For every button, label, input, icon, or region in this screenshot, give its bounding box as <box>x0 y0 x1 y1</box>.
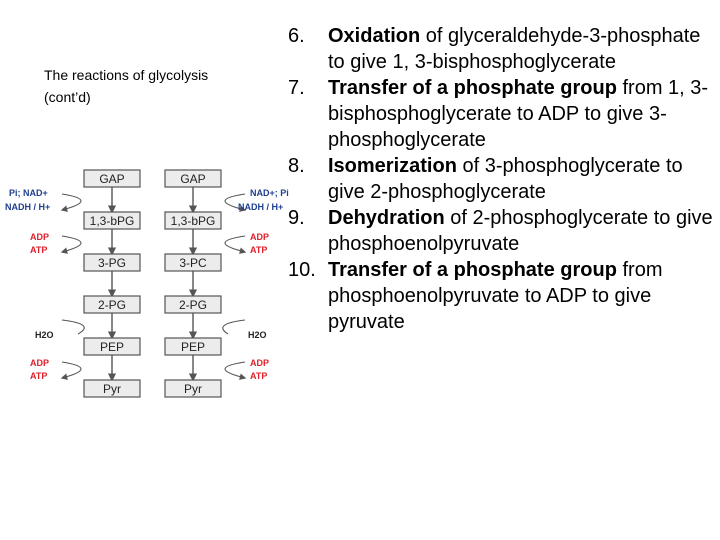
step-number: 7. <box>288 77 305 99</box>
step-keyword: Isomerization <box>328 155 457 177</box>
left-box-13bpg: 1,3-bPG <box>90 214 135 228</box>
left-label-adp-2: ADP <box>30 358 49 368</box>
right-box-3pc: 3-PC <box>179 256 207 270</box>
left-box-gap: GAP <box>99 172 124 186</box>
step-number: 9. <box>288 207 305 229</box>
slide-subtitle: The reactions of glycolysis (cont’d) <box>44 64 208 108</box>
right-label-adp-2: ADP <box>250 358 269 368</box>
step-number: 10. <box>288 259 316 281</box>
step-7: 7. Transfer of a phosphate group from 1, … <box>288 75 713 153</box>
right-label-nad-pi: NAD+; Pi <box>250 188 289 198</box>
step-text: from 1, 3-bisphosphoglycerate to ADP to … <box>328 77 709 151</box>
step-10: 10. Transfer of a phosphate group from ph… <box>288 257 713 335</box>
left-label-atp-1: ATP <box>30 245 47 255</box>
right-box-pep: PEP <box>181 340 205 354</box>
left-box-3pg: 3-PG <box>98 256 126 270</box>
left-box-pep: PEP <box>100 340 124 354</box>
step-text: of 3-phosphoglycerate to give 2-phosphog… <box>328 155 683 203</box>
step-number: 6. <box>288 25 305 47</box>
reaction-steps-list: 6. Oxidation of glyceraldehyde-3-phosphat… <box>288 23 713 335</box>
right-label-nadh: NADH / H+ <box>238 202 283 212</box>
left-box-2pg: 2-PG <box>98 298 126 312</box>
left-label-water: H2O <box>35 330 54 340</box>
step-8: 8. Isomerization of 3-phosphoglycerate to… <box>288 153 713 205</box>
step-text: from phosphoenolpyruvate to ADP to give … <box>328 259 663 333</box>
subtitle-line-1: The reactions of glycolysis <box>44 67 209 83</box>
right-box-pyr: Pyr <box>184 382 202 396</box>
side-cofactor-arrows <box>60 193 247 380</box>
right-label-atp-2: ATP <box>250 371 267 381</box>
step-keyword: Transfer of a phosphate group <box>328 77 617 99</box>
step-6: 6. Oxidation of glyceraldehyde-3-phosphat… <box>288 23 713 75</box>
left-label-pi-nad: Pi; NAD+ <box>9 188 48 198</box>
right-box-2pg: 2-PG <box>179 298 207 312</box>
step-keyword: Oxidation <box>328 25 421 47</box>
glycolysis-pathway-diagram: GAP 1,3-bPG 3-PG 2-PG PEP Pyr GAP 1,3-bP… <box>5 169 289 398</box>
left-label-adp-1: ADP <box>30 232 49 242</box>
left-label-atp-2: ATP <box>30 371 47 381</box>
right-label-atp-1: ATP <box>250 245 267 255</box>
subtitle-line-2: (cont’d) <box>44 89 91 105</box>
step-keyword: Dehydration <box>328 207 445 229</box>
right-column-boxes <box>164 169 222 398</box>
step-text: of glyceraldehyde-3-phosphate to give 1,… <box>328 25 701 73</box>
left-column-boxes <box>83 169 141 398</box>
right-label-water: H2O <box>248 330 267 340</box>
right-box-gap: GAP <box>180 172 205 186</box>
left-box-pyr: Pyr <box>103 382 121 396</box>
left-label-nadh: NADH / H+ <box>5 202 50 212</box>
step-keyword: Transfer of a phosphate group <box>328 259 617 281</box>
right-box-13bpg: 1,3-bPG <box>171 214 216 228</box>
right-label-adp-1: ADP <box>250 232 269 242</box>
step-number: 8. <box>288 155 305 177</box>
step-text: of 2-phosphoglycerate to give phosphoeno… <box>328 207 713 255</box>
step-9: 9. Dehydration of 2-phosphoglycerate to g… <box>288 205 713 257</box>
